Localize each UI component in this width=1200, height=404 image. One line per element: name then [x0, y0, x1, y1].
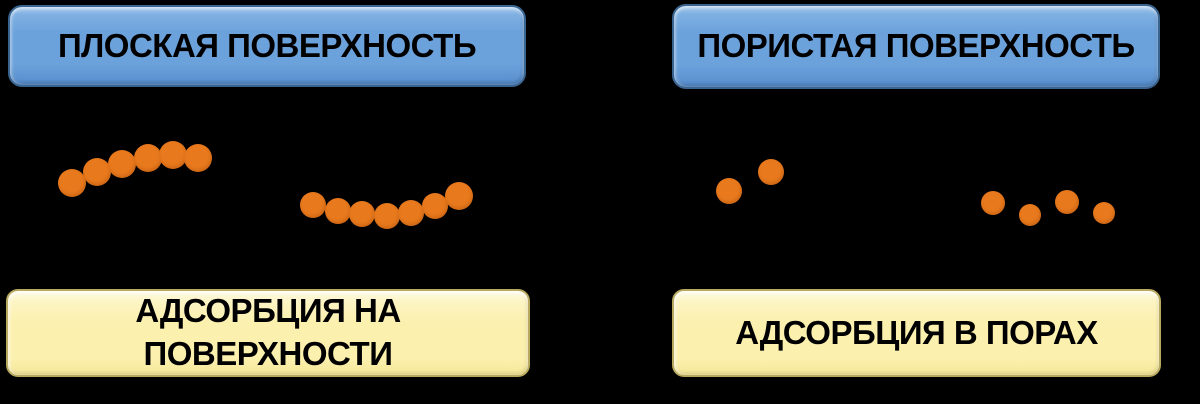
flat-surface-header-label: ПЛОСКАЯ ПОВЕРХНОСТЬ [57, 26, 477, 64]
porous-surface-pore-molecules-dot [1093, 202, 1115, 224]
porous-surface-molecule-pair-dot [758, 159, 784, 185]
surface-adsorption-caption-label: АДСОРБЦИЯ НА ПОВЕРХНОСТИ [135, 292, 401, 372]
flat-surface-molecule-chain-right-dot [422, 193, 448, 219]
flat-surface-header-box: ПЛОСКАЯ ПОВЕРХНОСТЬ [8, 5, 526, 87]
flat-surface-molecule-chain-left-dot [134, 144, 162, 172]
porous-surface-pore-molecules-dot [981, 191, 1005, 215]
flat-surface-molecule-chain-right-dot [349, 201, 375, 227]
flat-surface-molecule-chain-right-dot [374, 203, 400, 229]
flat-surface-molecule-chain-left-dot [58, 169, 86, 197]
porous-surface-header-box: ПОРИСТАЯ ПОВЕРХНОСТЬ [672, 4, 1160, 89]
flat-surface-molecule-chain-left-dot [108, 150, 136, 178]
flat-surface-molecule-chain-left-dot [159, 141, 187, 169]
flat-surface-molecule-chain-left-dot [83, 158, 111, 186]
pore-adsorption-caption-box: АДСОРБЦИЯ В ПОРАХ [672, 289, 1161, 377]
flat-surface-molecule-chain-left-dot [184, 144, 212, 172]
flat-surface-molecule-chain-right-dot [325, 198, 351, 224]
porous-surface-pore-molecules-dot [1019, 204, 1041, 226]
porous-surface-molecule-pair-dot [716, 178, 742, 204]
surface-adsorption-caption-box: АДСОРБЦИЯ НА ПОВЕРХНОСТИ [6, 289, 530, 377]
flat-surface-molecule-chain-right-dot [398, 200, 424, 226]
porous-surface-pore-molecules-dot [1055, 190, 1079, 214]
flat-surface-molecule-chain-right-dot [300, 192, 326, 218]
pore-adsorption-caption-label: АДСОРБЦИЯ В ПОРАХ [735, 313, 1098, 351]
flat-surface-molecule-chain-right-dot [445, 182, 473, 210]
porous-surface-header-label: ПОРИСТАЯ ПОВЕРХНОСТЬ [697, 27, 1135, 65]
